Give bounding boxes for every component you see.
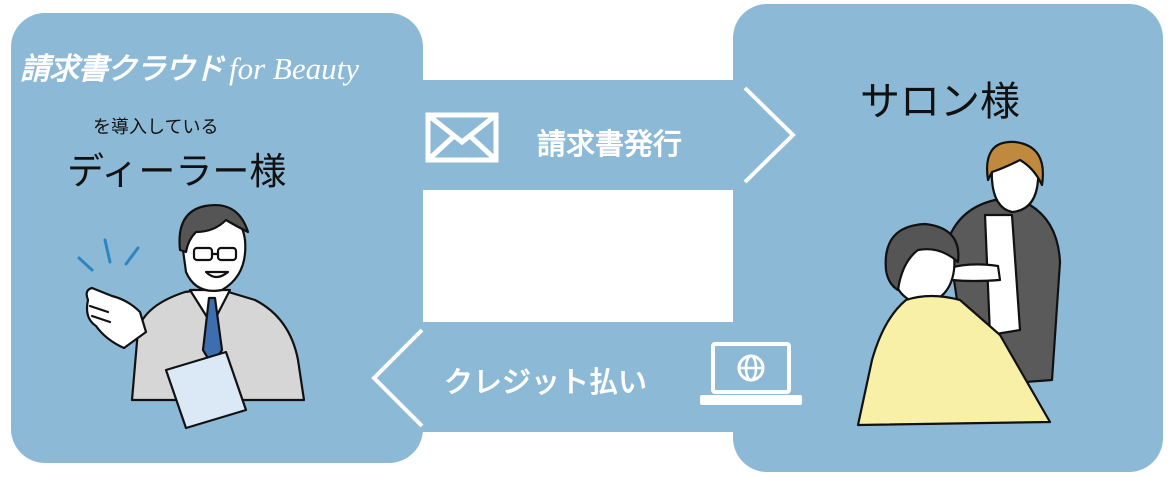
payment-label: クレジット払い — [444, 365, 648, 399]
salon-title: サロン様 — [860, 79, 1020, 125]
envelope-icon — [425, 112, 499, 163]
dealer-subtitle: を導入している — [93, 117, 219, 138]
logo-jp-text: 請求書クラウド — [20, 52, 224, 87]
invoice-arrow — [423, 80, 795, 190]
dealer-title: ディーラー様 — [67, 150, 287, 193]
payment-arrow — [372, 322, 745, 432]
logo-en-text: for Beauty — [229, 51, 359, 86]
payment-arrow-chevron — [371, 328, 424, 428]
invoice-label: 請求書発行 — [537, 127, 683, 161]
salon-illustration — [856, 140, 1062, 427]
invoice-arrow-chevron — [743, 86, 796, 184]
laptop-globe-icon — [700, 342, 802, 405]
businessman-illustration — [77, 203, 306, 430]
